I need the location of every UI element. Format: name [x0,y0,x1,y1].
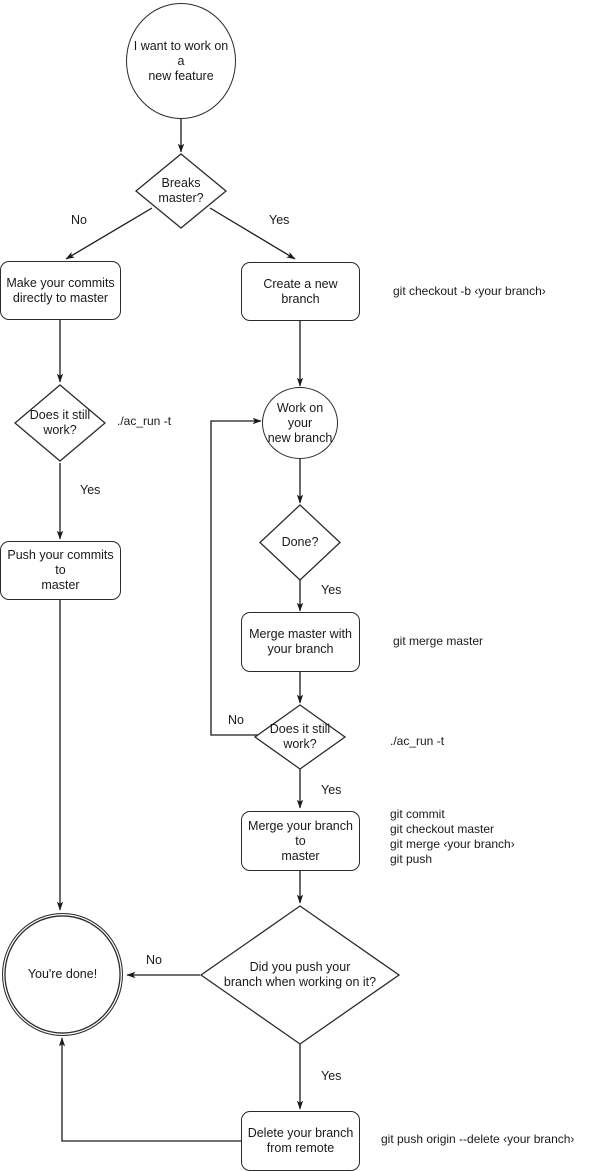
node-work-on-branch[interactable]: Work on your new branch [262,387,338,459]
annotation-git-push-origin-delete: git push origin --delete ‹your branch› [381,1132,575,1146]
node-push-commits[interactable]: Push your commits to master [0,541,121,600]
annotation-git-merge-master: git merge master [393,634,484,648]
node-merge-branch[interactable]: Merge your branch to master [241,811,360,871]
node-make-commits[interactable]: Make your commits directly to master [0,261,121,320]
node-start-label: I want to work on a new feature [133,38,229,83]
node-make-commits-label: Make your commits directly to master [6,275,115,305]
edge-label-left-work-yes: Yes [80,483,101,497]
node-delete-branch[interactable]: Delete your branch from remote [241,1111,360,1171]
annotation-ac-run-left: ./ac_run -t [117,414,172,428]
edge-breaks-yes [209,207,296,260]
edge-label-did-push-yes: Yes [321,1069,342,1083]
node-breaks-master[interactable]: Breaks master? [134,153,228,229]
edge-label-right-work-no: No [228,713,244,727]
edge-breaks-no [65,207,153,260]
node-merge-master-label: Merge master with your branch [249,627,352,656]
node-merge-master[interactable]: Merge master with your branch [241,612,360,672]
node-create-branch[interactable]: Create a new branch [241,262,360,321]
annotation-git-checkout-b: git checkout -b ‹your branch› [393,284,546,298]
node-youre-done-label: You're done! [27,967,98,981]
node-work-on-branch-label: Work on your new branch [267,400,333,445]
node-start[interactable]: I want to work on a new feature [126,3,236,119]
node-push-commits-label: Push your commits to master [7,548,114,592]
node-did-you-push[interactable]: Did you push your branch when working on… [199,905,401,1045]
node-delete-branch-label: Delete your branch from remote [247,1126,354,1155]
node-youre-done[interactable]: You're done! [2,913,123,1036]
edge-label-breaks-no: No [71,213,87,227]
edge-rightwork-no-loop [210,417,262,736]
node-right-does-it-still-work[interactable]: Does it still work? [253,704,347,770]
annotation-ac-run-right: ./ac_run -t [390,734,445,748]
edge-deletebranch-to-done [58,1037,241,1142]
edge-label-right-work-yes: Yes [321,783,342,797]
edge-label-breaks-yes: Yes [269,213,290,227]
edge-label-done-yes: Yes [321,583,342,597]
annotation-git-merge-block: git commit git checkout master git merge… [390,807,515,866]
node-done-check[interactable]: Done? [259,504,341,581]
node-left-does-it-still-work[interactable]: Does it still work? [13,384,107,462]
edge-label-did-push-no: No [146,953,162,967]
node-create-branch-label: Create a new branch [263,276,338,306]
node-merge-branch-label: Merge your branch to master [248,818,353,863]
